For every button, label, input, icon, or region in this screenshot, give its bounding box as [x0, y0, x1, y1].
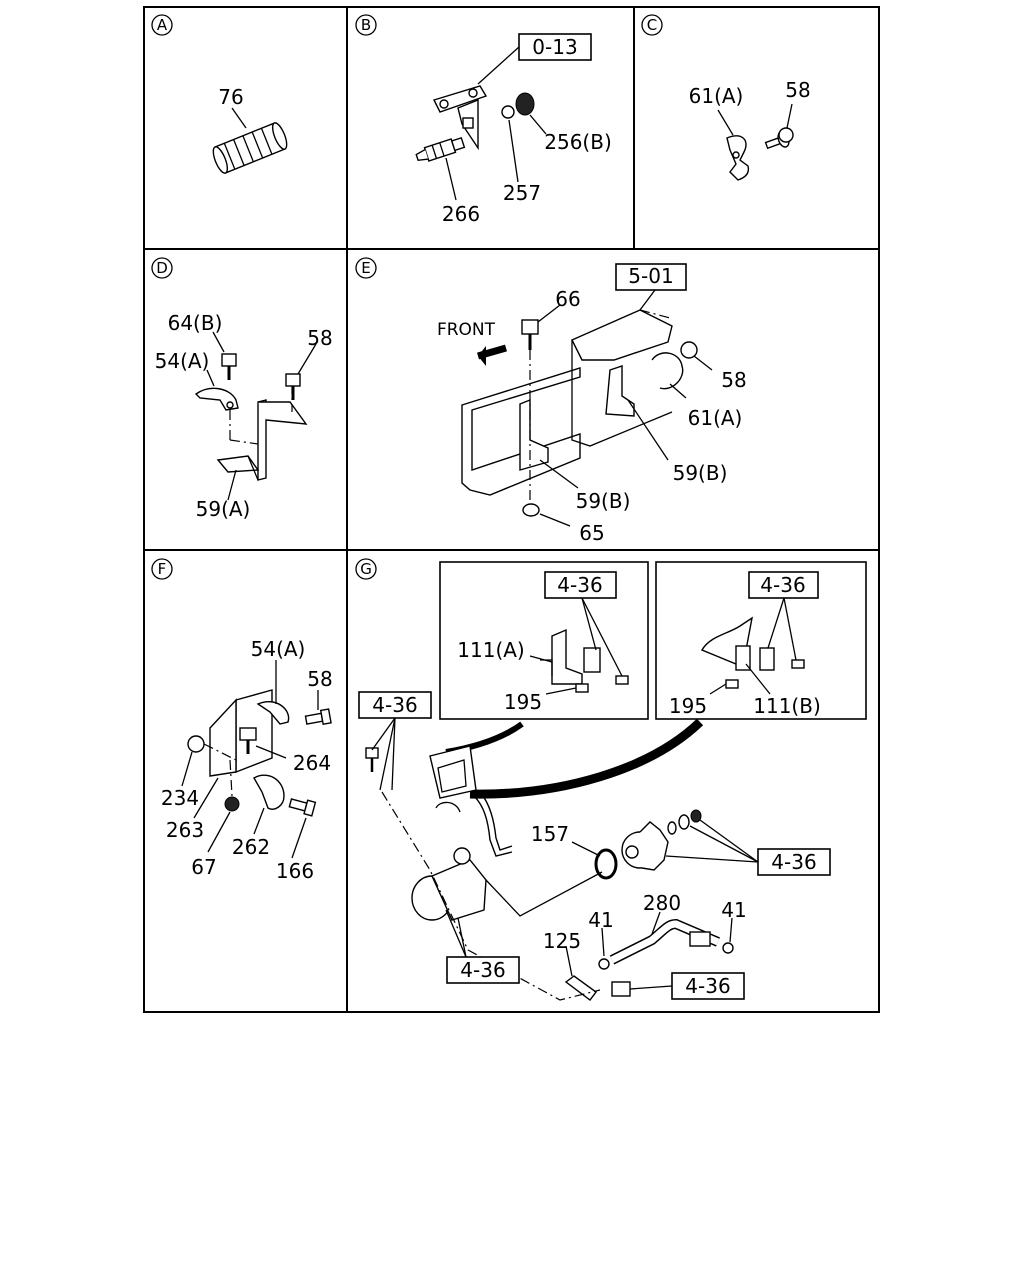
panel-letter-c: C [641, 14, 663, 36]
label-111b: 111(B) [753, 694, 821, 718]
panel-grid [143, 6, 880, 1013]
front-label: FRONT [437, 320, 496, 340]
label-157: 157 [531, 822, 569, 846]
label-67: 67 [191, 855, 216, 879]
label-111a: 111(A) [457, 638, 524, 662]
label-262: 262 [232, 835, 270, 859]
label-41-left: 41 [588, 908, 613, 932]
ref-5-01: 5-01 [628, 264, 673, 288]
label-54a-d: 54(A) [155, 349, 210, 373]
svg-text:C: C [647, 16, 657, 34]
label-280: 280 [643, 891, 681, 915]
panel-a-fitting [212, 107, 288, 174]
panel-b-parts [415, 33, 592, 201]
label-195-b: 195 [669, 694, 707, 718]
label-58-e: 58 [721, 368, 746, 392]
label-256b: 256(B) [544, 130, 612, 154]
label-59b-left: 59(B) [576, 489, 631, 513]
ref-4-36-inset-b: 4-36 [760, 573, 805, 597]
panel-letter-g: G [355, 558, 377, 580]
label-166: 166 [276, 859, 314, 883]
panel-letter-e: E [355, 257, 377, 279]
label-125: 125 [543, 929, 581, 953]
svg-text:E: E [361, 259, 370, 277]
label-65: 65 [579, 521, 604, 545]
ref-4-36-left: 4-36 [372, 693, 417, 717]
svg-text:F: F [158, 560, 167, 578]
label-64b: 64(B) [168, 311, 223, 335]
label-58-d: 58 [307, 326, 332, 350]
label-41-right: 41 [721, 898, 746, 922]
ref-4-36-inset-a: 4-36 [557, 573, 602, 597]
svg-text:A: A [157, 16, 168, 34]
svg-text:D: D [156, 259, 168, 277]
label-76: 76 [218, 85, 243, 109]
label-58-f: 58 [307, 667, 332, 691]
panel-letter-f: F [151, 558, 173, 580]
label-266: 266 [442, 202, 480, 226]
label-58-c: 58 [785, 78, 810, 102]
label-59b-right: 59(B) [673, 461, 728, 485]
label-54a-f: 54(A) [251, 637, 306, 661]
ref-4-36-fitting: 4-36 [685, 974, 730, 998]
label-263: 263 [166, 818, 204, 842]
panel-d-bracket [194, 331, 317, 501]
panel-g-assembly [358, 561, 867, 1001]
ref-4-36-gear: 4-36 [771, 850, 816, 874]
svg-text:G: G [360, 560, 372, 578]
ref-0-13: 0-13 [532, 35, 577, 59]
label-61a-e: 61(A) [688, 406, 743, 430]
label-234: 234 [161, 786, 199, 810]
svg-text:B: B [361, 16, 371, 34]
label-59a: 59(A) [196, 497, 251, 521]
label-61a-c: 61(A) [689, 84, 744, 108]
panel-letter-d: D [151, 257, 173, 279]
panel-f-bracket [181, 660, 332, 859]
panel-c-clip [717, 103, 794, 181]
panel-e-frame [461, 263, 713, 527]
panel-letter-a: A [151, 14, 173, 36]
panel-letter-b: B [355, 14, 377, 36]
label-66: 66 [555, 287, 580, 311]
label-257: 257 [503, 181, 541, 205]
label-264: 264 [293, 751, 331, 775]
ref-4-36-pump: 4-36 [460, 958, 505, 982]
label-195-a: 195 [504, 690, 542, 714]
